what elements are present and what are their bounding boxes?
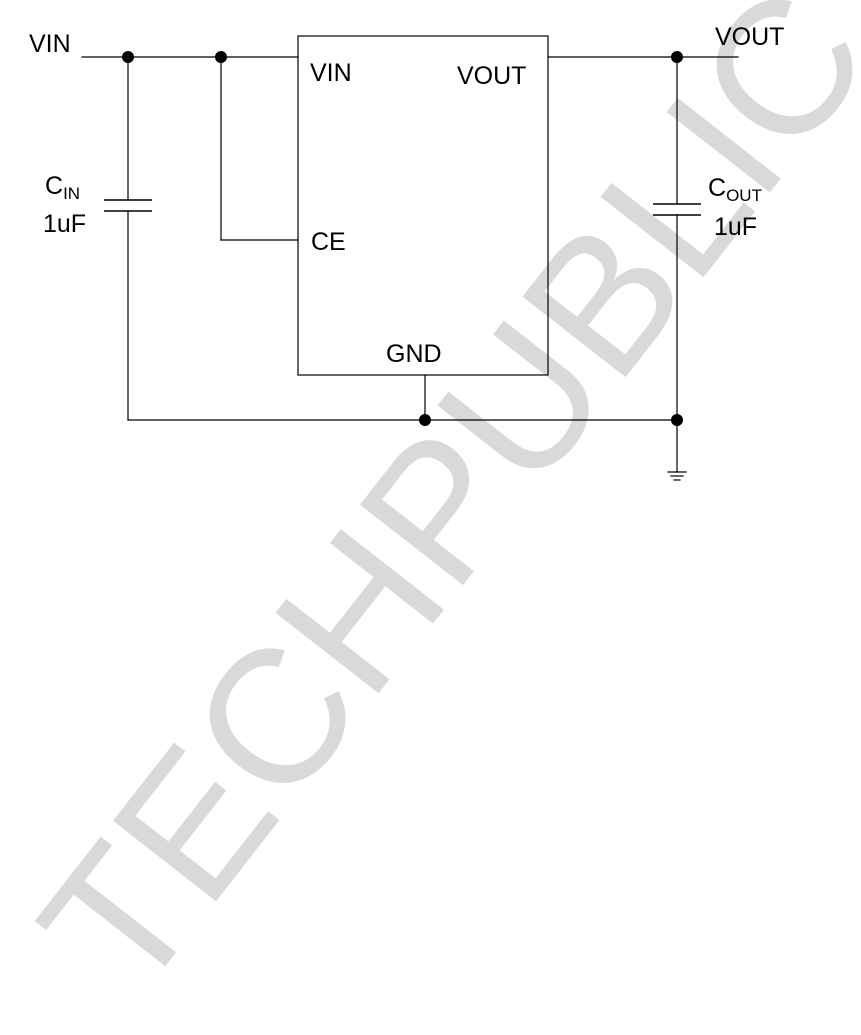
ic-pin-ce-label: CE bbox=[311, 228, 346, 256]
junction-dot bbox=[671, 414, 683, 426]
vout-net-label: VOUT bbox=[715, 23, 784, 51]
junction-dot bbox=[215, 51, 227, 63]
junction-dot bbox=[122, 51, 134, 63]
ic-pin-vin-label: VIN bbox=[310, 59, 352, 87]
regulator-ic-body bbox=[297, 35, 549, 376]
ic-pin-vout-label: VOUT bbox=[457, 62, 526, 90]
junction-dot bbox=[671, 51, 683, 63]
cin-designator: CIN bbox=[45, 172, 80, 203]
cout-subscript: OUT bbox=[726, 186, 762, 205]
vin-net-label: VIN bbox=[29, 30, 71, 58]
cin-subscript: IN bbox=[63, 184, 80, 203]
cin-base-text: C bbox=[45, 172, 63, 200]
cout-designator: COUT bbox=[708, 174, 762, 205]
cin-value: 1uF bbox=[43, 210, 86, 238]
junction-dot bbox=[419, 414, 431, 426]
ground-icon bbox=[667, 471, 687, 481]
cout-value: 1uF bbox=[714, 213, 757, 241]
cout-base-text: C bbox=[708, 174, 726, 202]
ic-pin-gnd-label: GND bbox=[386, 340, 442, 368]
